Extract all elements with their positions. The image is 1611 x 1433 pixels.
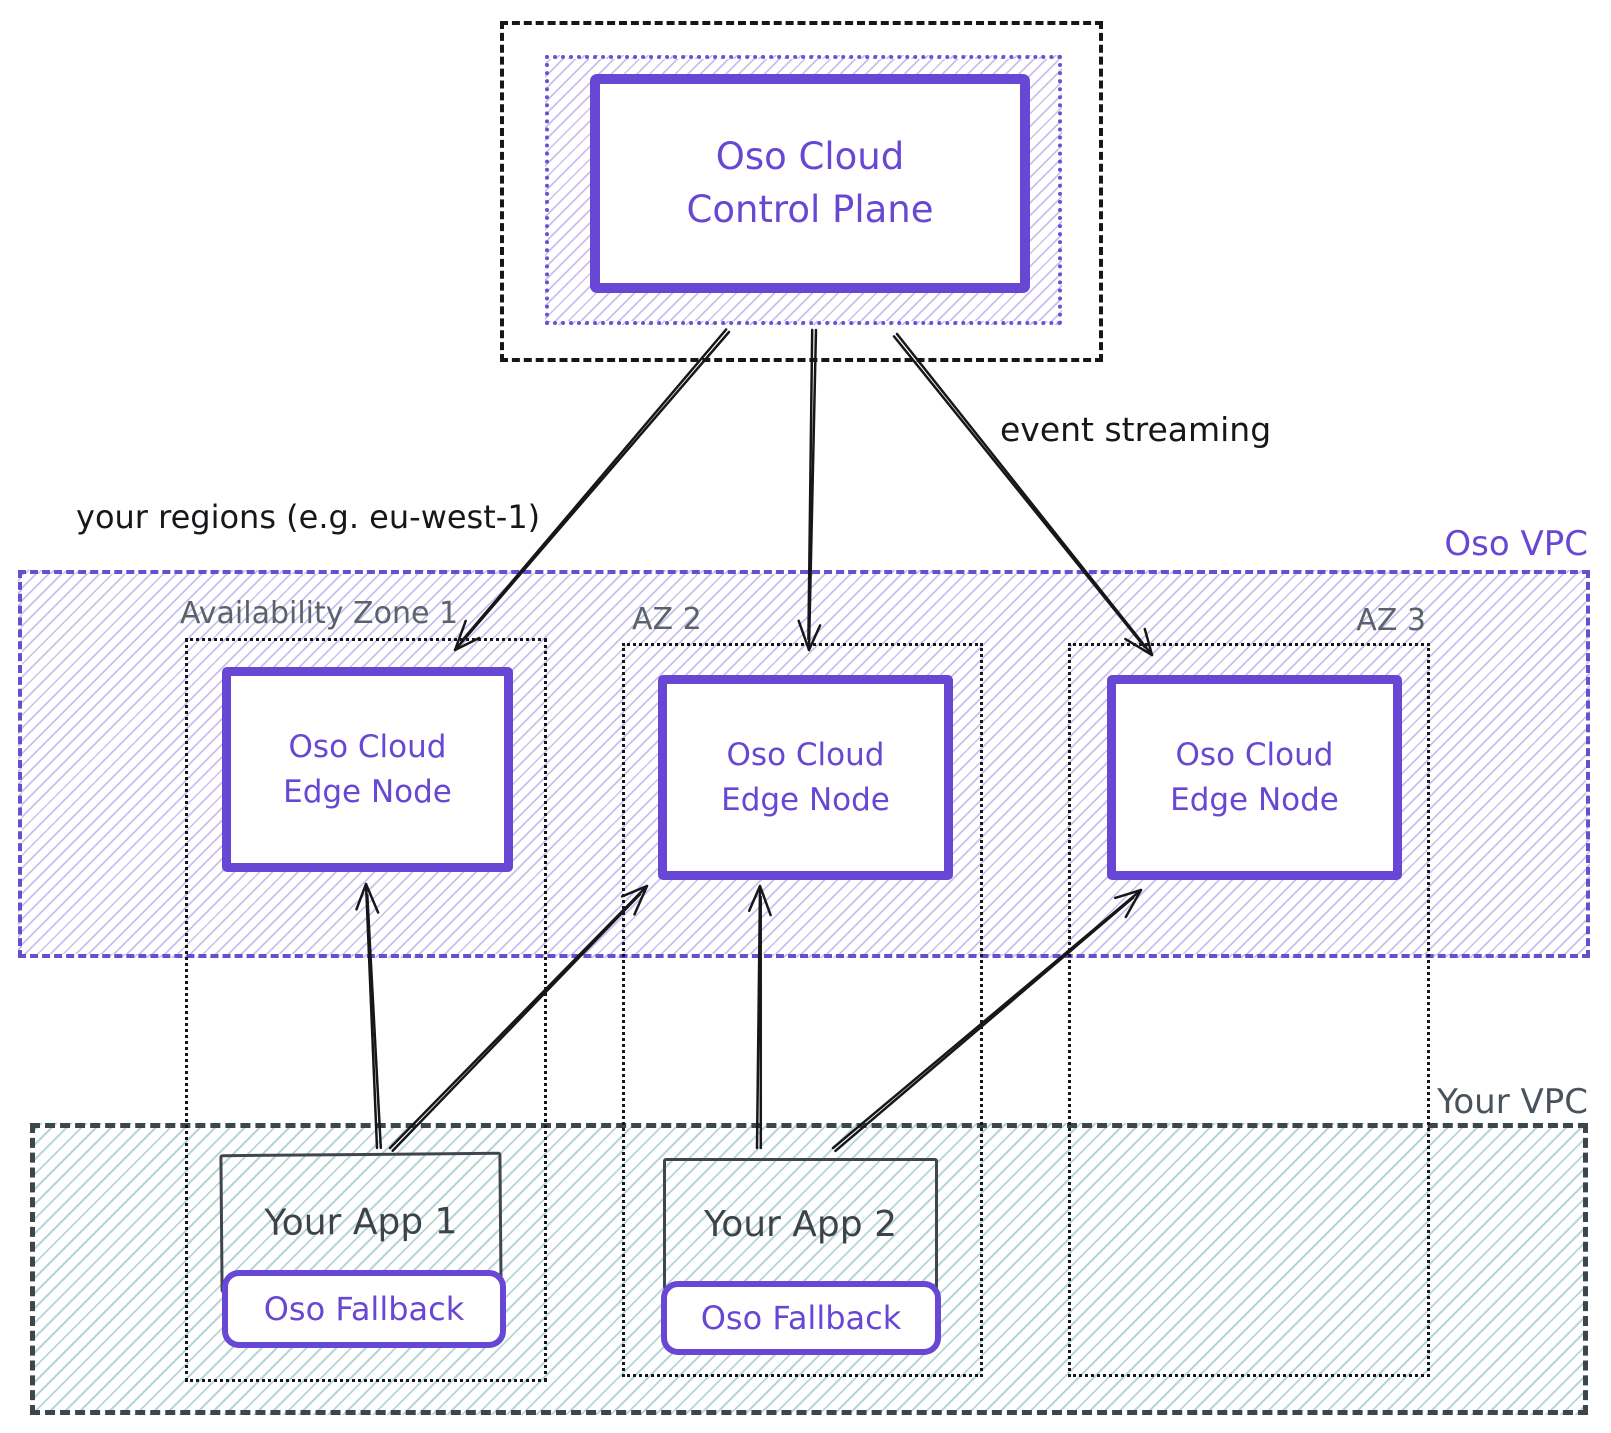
your-vpc-region xyxy=(30,1123,1588,1415)
availability-zone-1-label: Availability Zone 1 xyxy=(180,596,459,631)
edge-node-1: Oso Cloud Edge Node xyxy=(222,667,513,872)
oso-fallback-1: Oso Fallback xyxy=(222,1270,506,1348)
oso-fallback-2: Oso Fallback xyxy=(661,1281,941,1355)
edge-node-3-label-line2: Edge Node xyxy=(1170,781,1339,818)
control-plane-outer-dashed-box xyxy=(500,21,1103,362)
edge-node-3: Oso Cloud Edge Node xyxy=(1107,675,1402,880)
oso-fallback-2-label: Oso Fallback xyxy=(700,1299,902,1337)
edge-node-1-label-line2: Edge Node xyxy=(283,773,452,810)
availability-zone-3-label: AZ 3 xyxy=(1356,603,1426,638)
edge-node-3-label-line1: Oso Cloud xyxy=(1175,736,1334,773)
your-regions-label: your regions (e.g. eu-west-1) xyxy=(76,498,541,536)
your-app-1-label: Your App 1 xyxy=(264,1201,458,1244)
your-app-2-label: Your App 2 xyxy=(704,1203,897,1245)
control-plane-node: Oso Cloud Control Plane xyxy=(590,74,1030,293)
availability-zone-2-label: AZ 2 xyxy=(632,602,702,637)
edge-node-2-label-line2: Edge Node xyxy=(721,781,890,818)
edge-node-2: Oso Cloud Edge Node xyxy=(658,675,953,880)
your-vpc-label: Your VPC xyxy=(1437,1082,1588,1122)
edge-node-2-label-line1: Oso Cloud xyxy=(726,736,885,773)
event-streaming-label: event streaming xyxy=(1000,410,1272,449)
control-plane-label-line1: Oso Cloud xyxy=(715,134,905,178)
oso-fallback-1-label: Oso Fallback xyxy=(263,1290,465,1328)
edge-node-1-label-line1: Oso Cloud xyxy=(288,728,447,765)
oso-vpc-label: Oso VPC xyxy=(1444,524,1588,564)
your-app-2: Your App 2 xyxy=(663,1158,938,1290)
control-plane-label-line2: Control Plane xyxy=(686,187,934,231)
